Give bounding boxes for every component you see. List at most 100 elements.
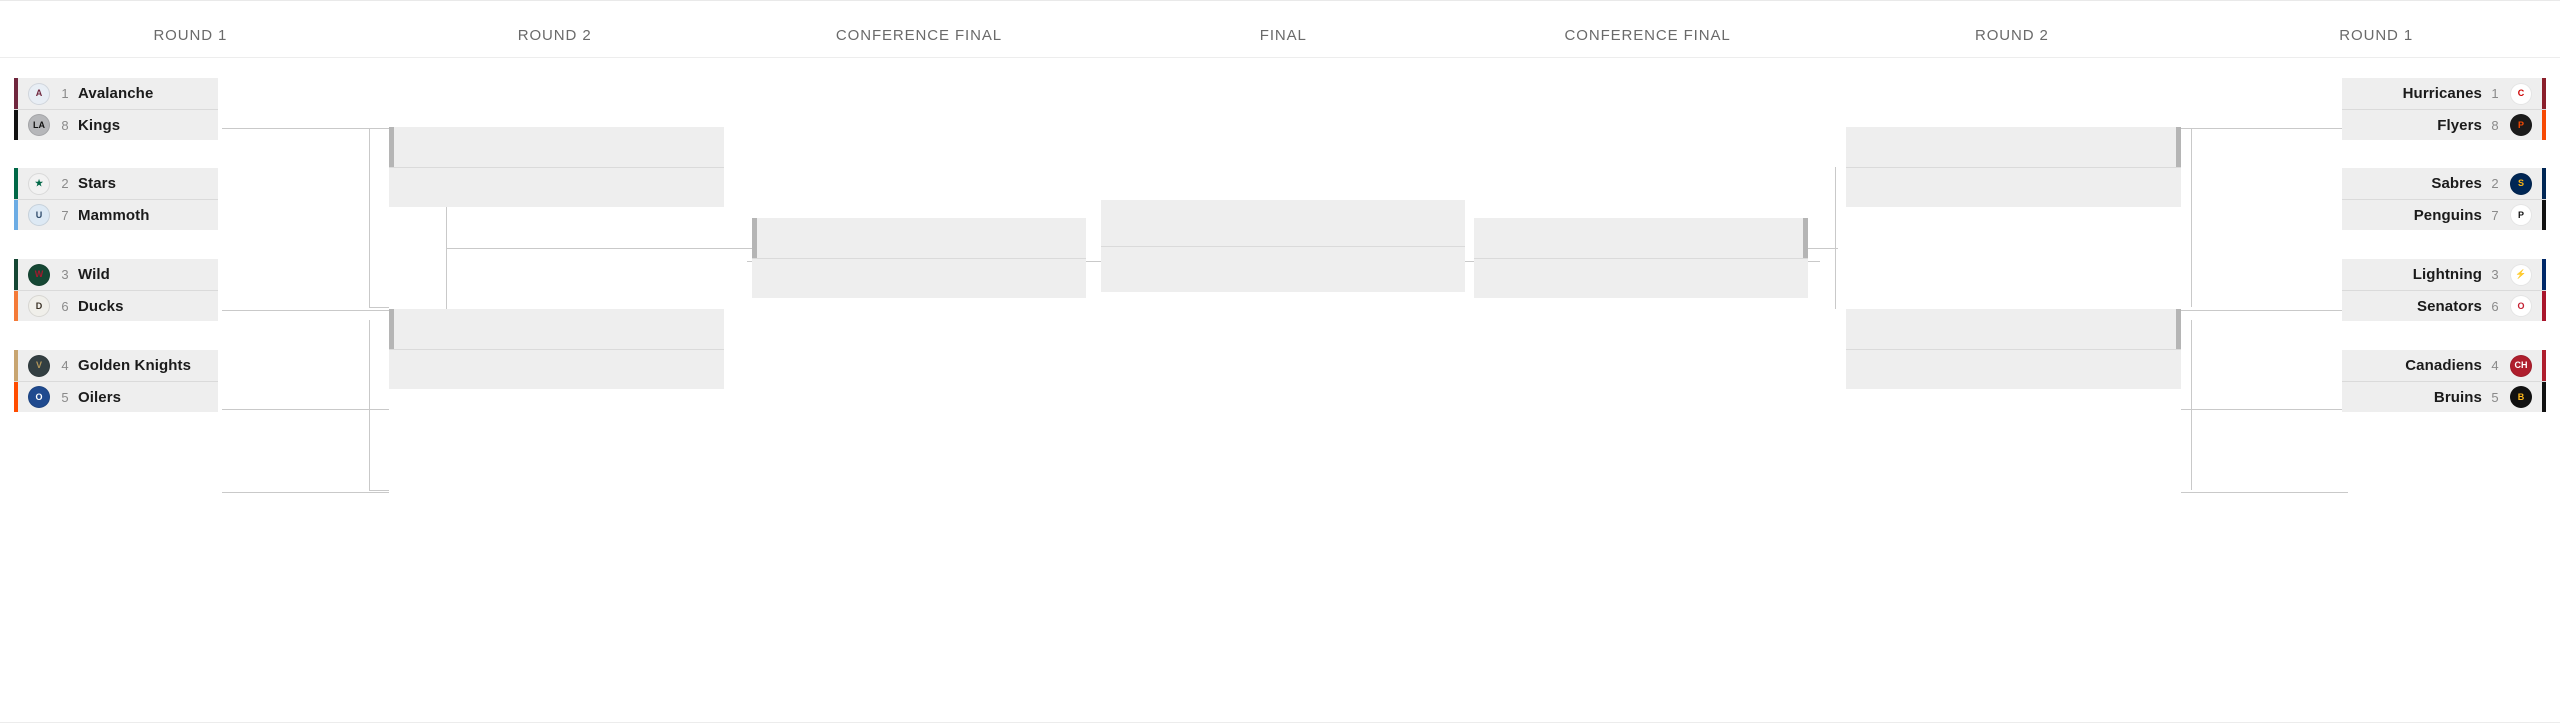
connector-vertical xyxy=(369,128,371,307)
empty-team-slot[interactable] xyxy=(1846,127,2181,167)
team-name: Sabres xyxy=(2431,175,2482,192)
team-name: Lightning xyxy=(2412,266,2482,283)
team-seed: 7 xyxy=(2491,207,2499,223)
east-round2-matchup-2[interactable] xyxy=(1846,309,2181,389)
team-seed: 5 xyxy=(61,389,69,405)
team-name: Penguins xyxy=(2413,206,2482,224)
east-conference-final-matchup[interactable] xyxy=(1473,218,1809,298)
west-conference-final-matchup[interactable] xyxy=(751,218,1087,298)
team-name: Oilers xyxy=(78,388,122,406)
empty-team-slot[interactable] xyxy=(1846,309,2181,349)
team-seed: 3 xyxy=(2491,267,2499,282)
empty-team-slot[interactable] xyxy=(1283,200,1466,246)
empty-team-slot[interactable] xyxy=(751,258,1087,298)
empty-team-slot[interactable] xyxy=(1473,218,1809,258)
team-accent-bar xyxy=(14,110,18,140)
avalanche-logo: A xyxy=(28,82,50,105)
empty-team-slot[interactable] xyxy=(1846,167,2181,207)
empty-team-slot[interactable] xyxy=(751,218,1087,258)
penguins-logo: P xyxy=(2510,204,2532,226)
team-seed: 8 xyxy=(61,117,69,133)
west-round2-matchup-1[interactable] xyxy=(388,127,724,207)
west-round2-matchup-2[interactable] xyxy=(388,309,724,389)
team-accent-bar xyxy=(14,78,18,109)
empty-team-slot[interactable] xyxy=(388,349,724,389)
mammoth-logo: U xyxy=(28,204,50,226)
team-accent-bar xyxy=(2542,382,2546,412)
ducks-logo: D xyxy=(28,295,50,317)
empty-team-slot[interactable] xyxy=(1101,246,1284,292)
team-accent-bar xyxy=(14,382,18,412)
team-name: Bruins xyxy=(2433,388,2482,406)
team-name: Canadiens xyxy=(2405,357,2482,374)
team-name: Stars xyxy=(78,175,117,192)
empty-team-slot[interactable] xyxy=(388,127,724,167)
team-seed: 8 xyxy=(2491,117,2499,133)
empty-team-slot[interactable] xyxy=(1283,246,1466,292)
round-label-2: ROUND 2 xyxy=(517,27,592,44)
east-round2-matchup-1[interactable] xyxy=(1846,127,2181,207)
connector-horizontal xyxy=(369,307,389,308)
connector-vertical xyxy=(1834,167,1836,309)
round-label-4: FINAL xyxy=(1259,27,1307,44)
connector-horizontal xyxy=(1808,248,1838,249)
connector-horizontal xyxy=(221,310,389,311)
placeholder-accent-bar xyxy=(751,218,757,258)
empty-team-slot[interactable] xyxy=(388,167,724,207)
team-name: Hurricanes xyxy=(2402,85,2482,102)
team-name: Ducks xyxy=(78,297,124,315)
team-seed: 3 xyxy=(61,267,69,282)
team-accent-bar xyxy=(2542,291,2546,321)
team-name: Kings xyxy=(78,116,121,134)
sabres-logo: S xyxy=(2510,172,2532,195)
empty-team-slot[interactable] xyxy=(388,309,724,349)
empty-team-slot[interactable] xyxy=(1473,258,1809,298)
connector-horizontal xyxy=(221,409,389,410)
team-accent-bar xyxy=(14,291,18,321)
canadiens-logo: CH xyxy=(2510,354,2532,377)
empty-team-slot[interactable] xyxy=(1101,200,1284,246)
connector-horizontal xyxy=(221,492,389,493)
team-name: Golden Knights xyxy=(78,357,192,374)
team-accent-bar xyxy=(2542,350,2546,381)
connector-horizontal xyxy=(2180,310,2349,311)
connector-vertical xyxy=(2190,128,2192,307)
round-label-7: ROUND 1 xyxy=(2339,27,2414,44)
round-label-3: CONFERENCE FINAL xyxy=(835,27,1003,44)
team-seed: 6 xyxy=(61,298,69,314)
final-matchup-east-slot[interactable] xyxy=(1283,200,1466,292)
connector-vertical xyxy=(2190,320,2192,490)
team-seed: 2 xyxy=(2491,176,2499,191)
final-matchup-west-slot[interactable] xyxy=(1101,200,1284,292)
empty-team-slot[interactable] xyxy=(1846,349,2181,389)
team-seed: 4 xyxy=(2491,358,2499,373)
connector-horizontal xyxy=(2180,492,2349,493)
stars-logo: ★ xyxy=(28,172,50,195)
team-row[interactable]: Canadiens 4 CH xyxy=(2342,350,2546,381)
placeholder-accent-bar xyxy=(388,309,394,349)
bruins-logo: B xyxy=(2510,386,2532,408)
